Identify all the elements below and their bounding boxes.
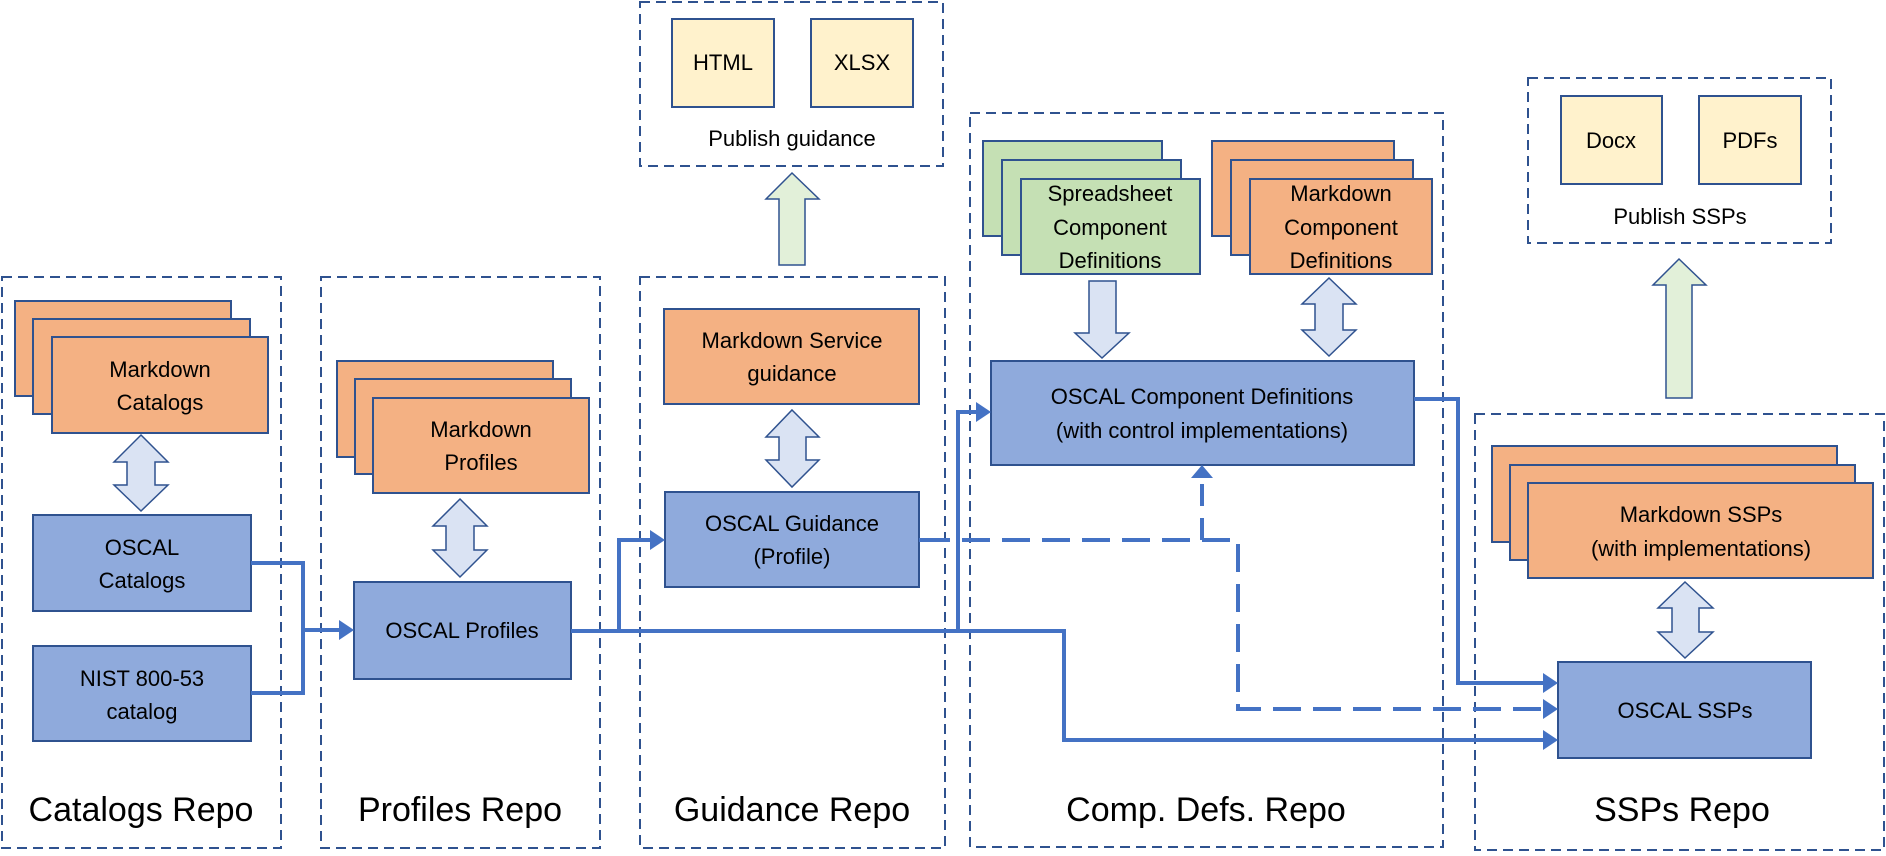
oscal-ssps-label: OSCAL SSPs: [1618, 698, 1753, 723]
oscal-component-definitions-box: OSCAL Component Definitions (with contro…: [990, 360, 1415, 466]
guidance-to-ssps-dashed-connector: [962, 538, 1546, 711]
compdefs-bottom-arrowhead-icon: [1191, 465, 1213, 478]
markdown-ssps-label-line1: Markdown SSPs: [1620, 502, 1783, 527]
guidance-input-arrowhead-icon: [650, 530, 665, 550]
oscal-profiles-box: OSCAL Profiles: [353, 581, 572, 680]
publish-docx-label: Docx: [1586, 128, 1636, 153]
spreadsheet-import-down-arrow-icon: [1073, 280, 1131, 360]
markdown-compdefs-label-line2: Component: [1284, 215, 1398, 240]
ssps-input-arrowhead-guidance-icon: [1543, 699, 1558, 719]
compdefs-sync-double-arrow-icon: [1300, 276, 1358, 358]
markdown-guidance-label-line2: guidance: [747, 361, 836, 386]
ssps-sync-double-arrow-icon: [1656, 580, 1715, 660]
publish-xlsx-label: XLSX: [834, 50, 891, 75]
compdefs-repo-label: Comp. Defs. Repo: [1066, 791, 1346, 829]
oscal-guidance-box: OSCAL Guidance (Profile): [664, 491, 920, 588]
oscal-profiles-label: OSCAL Profiles: [385, 618, 538, 643]
oscal-catalogs-label-line1: OSCAL: [105, 535, 180, 560]
markdown-profiles-label-line2: Profiles: [444, 450, 517, 475]
profiles-to-compdefs-connector: [956, 410, 978, 631]
spreadsheet-component-definitions-stack: Spreadsheet Component Definitions: [982, 140, 1201, 275]
oscal-ssps-box: OSCAL SSPs: [1557, 661, 1812, 759]
publish-ssps-label: Publish SSPs: [1613, 204, 1746, 229]
publish-docx-box: Docx: [1560, 95, 1663, 185]
markdown-profiles-label-line1: Markdown: [430, 417, 531, 442]
markdown-compdefs-label-line3: Definitions: [1290, 248, 1393, 273]
oscal-guidance-label-line1: OSCAL Guidance: [705, 511, 879, 536]
compdefs-input-arrowhead-icon: [976, 402, 991, 422]
catalogs-sync-double-arrow-icon: [112, 433, 170, 513]
oscal-catalogs-label-line2: Catalogs: [99, 568, 186, 593]
spreadsheet-label-line1: Spreadsheet: [1048, 181, 1173, 206]
nist-catalog-label-line2: catalog: [107, 699, 178, 724]
publish-html-box: HTML: [671, 18, 775, 108]
markdown-catalogs-label-line1: Markdown: [109, 357, 210, 382]
markdown-profiles-stack: Markdown Profiles: [336, 360, 590, 494]
publish-html-label: HTML: [693, 50, 753, 75]
markdown-service-guidance-box: Markdown Service guidance: [663, 308, 920, 405]
nist-800-53-catalog-box: NIST 800-53 catalog: [32, 645, 252, 742]
oscal-guidance-label-line2: (Profile): [753, 544, 830, 569]
profiles-sync-double-arrow-icon: [431, 497, 489, 579]
publish-ssps-up-arrow-icon: [1651, 257, 1708, 399]
oscal-compdefs-label-line1: OSCAL Component Definitions: [1051, 384, 1353, 409]
markdown-component-definitions-stack: Markdown Component Definitions: [1211, 140, 1433, 275]
markdown-guidance-label-line1: Markdown Service: [702, 328, 883, 353]
markdown-ssps-label-line2: (with implementations): [1591, 536, 1811, 561]
guidance-repo-label: Guidance Repo: [674, 791, 910, 829]
profiles-input-arrowhead-icon: [339, 620, 354, 640]
profiles-to-guidance-connector: [617, 538, 653, 631]
oscal-compdefs-label-line2: (with control implementations): [1056, 418, 1348, 443]
publish-xlsx-box: XLSX: [810, 18, 914, 108]
profiles-repo-label: Profiles Repo: [358, 791, 562, 829]
markdown-ssps-stack: Markdown SSPs (with implementations): [1491, 445, 1874, 579]
markdown-catalogs-stack: Markdown Catalogs: [14, 300, 269, 434]
spreadsheet-label-line2: Component: [1053, 215, 1167, 240]
ssps-input-arrowhead-profiles-icon: [1543, 730, 1558, 750]
markdown-compdefs-label-line1: Markdown: [1290, 181, 1391, 206]
spreadsheet-label-line3: Definitions: [1059, 248, 1162, 273]
publish-pdfs-box: PDFs: [1698, 95, 1802, 185]
catalogs-repo-label: Catalogs Repo: [29, 791, 254, 829]
nist-catalog-label-line1: NIST 800-53: [80, 666, 204, 691]
markdown-catalogs-label-line2: Catalogs: [117, 390, 204, 415]
publish-guidance-label: Publish guidance: [708, 126, 876, 151]
ssps-input-arrowhead-compdefs-icon: [1543, 673, 1558, 693]
profiles-to-ssps-connector: [571, 629, 1546, 742]
compdefs-to-ssps-connector: [1414, 397, 1546, 685]
oscal-catalogs-box: OSCAL Catalogs: [32, 514, 252, 612]
ssps-repo-label: SSPs Repo: [1594, 791, 1770, 829]
publish-pdfs-label: PDFs: [1723, 128, 1778, 153]
publish-guidance-up-arrow-icon: [764, 171, 821, 266]
guidance-sync-double-arrow-icon: [764, 408, 821, 489]
